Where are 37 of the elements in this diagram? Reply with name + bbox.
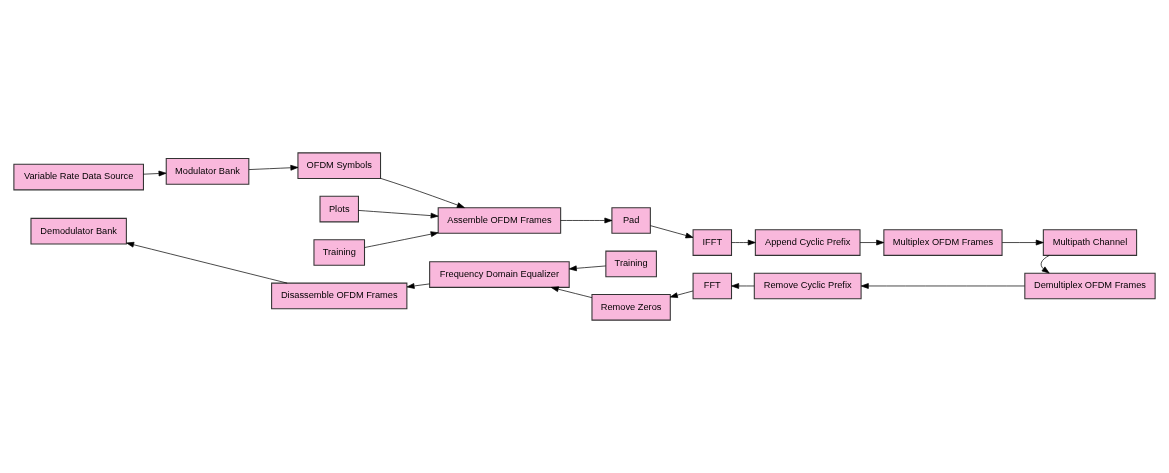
node-box: OFDM Symbols [297,152,382,179]
node-box: Disassemble OFDM Frames [271,282,408,310]
arrow [650,225,694,239]
node-box: Training [313,239,366,266]
arrow [859,239,885,246]
node-box: Demultiplex OFDM Frames [1024,272,1156,300]
arrow [669,290,694,298]
node-box: Remove Cyclic Prefix [753,272,862,300]
arrow [560,217,613,224]
node-box: Append Cyclic Prefix [754,229,861,256]
arrow [860,283,1025,289]
node-box: Multipath Channel [1042,229,1138,256]
arrow [358,210,439,219]
node-box: Variable Rate Data Source [13,163,144,191]
node-box: IFFT [692,229,733,256]
arrow [406,283,430,289]
node-box: Remove Zeros [591,294,671,321]
arrow [731,239,756,246]
node-box: Multiplex OFDM Frames [883,229,1003,256]
arrow [1001,239,1044,246]
node-box: Training [605,250,657,278]
arrow [248,164,299,171]
arrow [380,178,465,208]
node-box: Pad [611,207,651,234]
node-box: Assemble OFDM Frames [437,207,562,234]
arrow [731,283,755,289]
node-box: Modulator Bank [165,158,250,185]
arrow [364,231,439,248]
arrow [568,265,606,272]
arrow [550,286,593,298]
node-box: FFT [692,272,733,300]
node-box: Plots [319,195,359,223]
arrow [143,170,167,177]
arrow [126,241,288,284]
node-box: Frequency Domain Equalizer [429,261,570,288]
arrow [1040,255,1050,274]
node-box: Demodulator Bank [30,217,127,245]
